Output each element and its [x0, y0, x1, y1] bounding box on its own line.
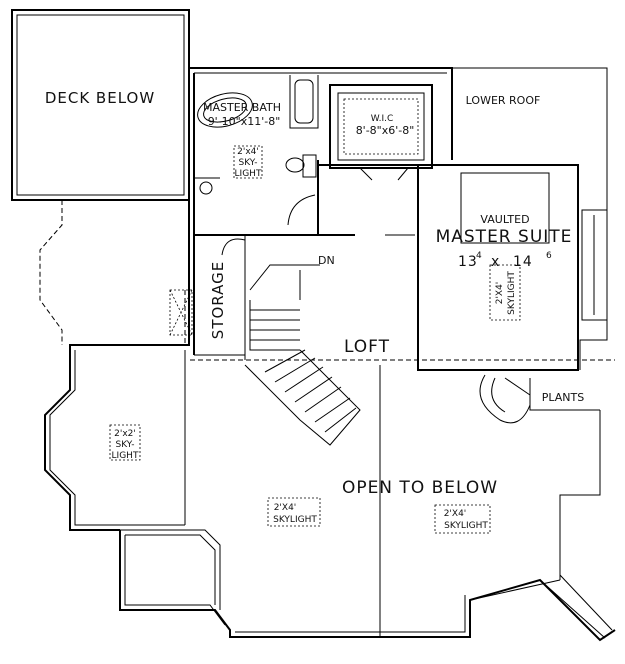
- right-skylight-label: SKYLIGHT: [444, 521, 488, 531]
- outer-walls: [44, 67, 616, 642]
- wic-label: W.I.C: [371, 114, 394, 124]
- master-suite-dim-x: x: [491, 254, 500, 270]
- master-suite-room: [415, 164, 608, 371]
- master-suite-dimensions: 13 4 x 14 6: [458, 251, 552, 270]
- staircase: [244, 264, 361, 446]
- vaulted-label: VAULTED: [480, 213, 529, 226]
- interior-walls: [169, 164, 615, 637]
- bath-skylight-text-2: LIGHT: [235, 169, 262, 179]
- master-bath-dimensions: 9'-10"x11'-8": [208, 115, 281, 128]
- skylights: [109, 424, 491, 534]
- deck-below-label: DECK BELOW: [45, 89, 155, 107]
- wic-dimensions: 8'-8"x6'-8": [356, 124, 415, 137]
- suite-skylight-label: SKYLIGHT: [507, 271, 517, 315]
- left-skylight-text-2: LIGHT: [112, 451, 139, 461]
- center-skylight-label: SKYLIGHT: [273, 515, 317, 525]
- dn-label: DN: [318, 254, 335, 267]
- open-to-below-label: OPEN TO BELOW: [342, 478, 498, 498]
- master-suite-dim-b: 14: [513, 254, 533, 270]
- center-skylight-size: 2'X4': [274, 503, 297, 513]
- master-bath-room: [193, 73, 319, 236]
- lower-roof-label: LOWER ROOF: [466, 94, 541, 107]
- master-suite-dim-a: 13: [458, 254, 478, 270]
- right-skylight-size: 2'X4': [444, 509, 467, 519]
- walk-in-closet-room: [329, 84, 433, 181]
- suite-skylight-size: 2'X4': [495, 282, 505, 305]
- lower-level-outline: [39, 199, 186, 345]
- bath-skylight-text-1: SKY-: [239, 158, 258, 168]
- master-bath-label: MASTER BATH: [203, 101, 281, 114]
- master-suite-dim-b-sup: 6: [546, 251, 552, 261]
- bath-skylight-size: 2'x4': [237, 147, 259, 157]
- plants-area: [479, 374, 600, 424]
- master-suite-dim-a-sup: 4: [476, 251, 482, 261]
- master-suite-label: MASTER SUITE: [436, 227, 573, 247]
- left-skylight-text-1: SKY-: [116, 440, 135, 450]
- loft-label: LOFT: [344, 337, 390, 357]
- storage-label: STORAGE: [209, 261, 227, 339]
- plants-label: PLANTS: [542, 391, 584, 404]
- left-skylight-size: 2'x2': [114, 429, 136, 439]
